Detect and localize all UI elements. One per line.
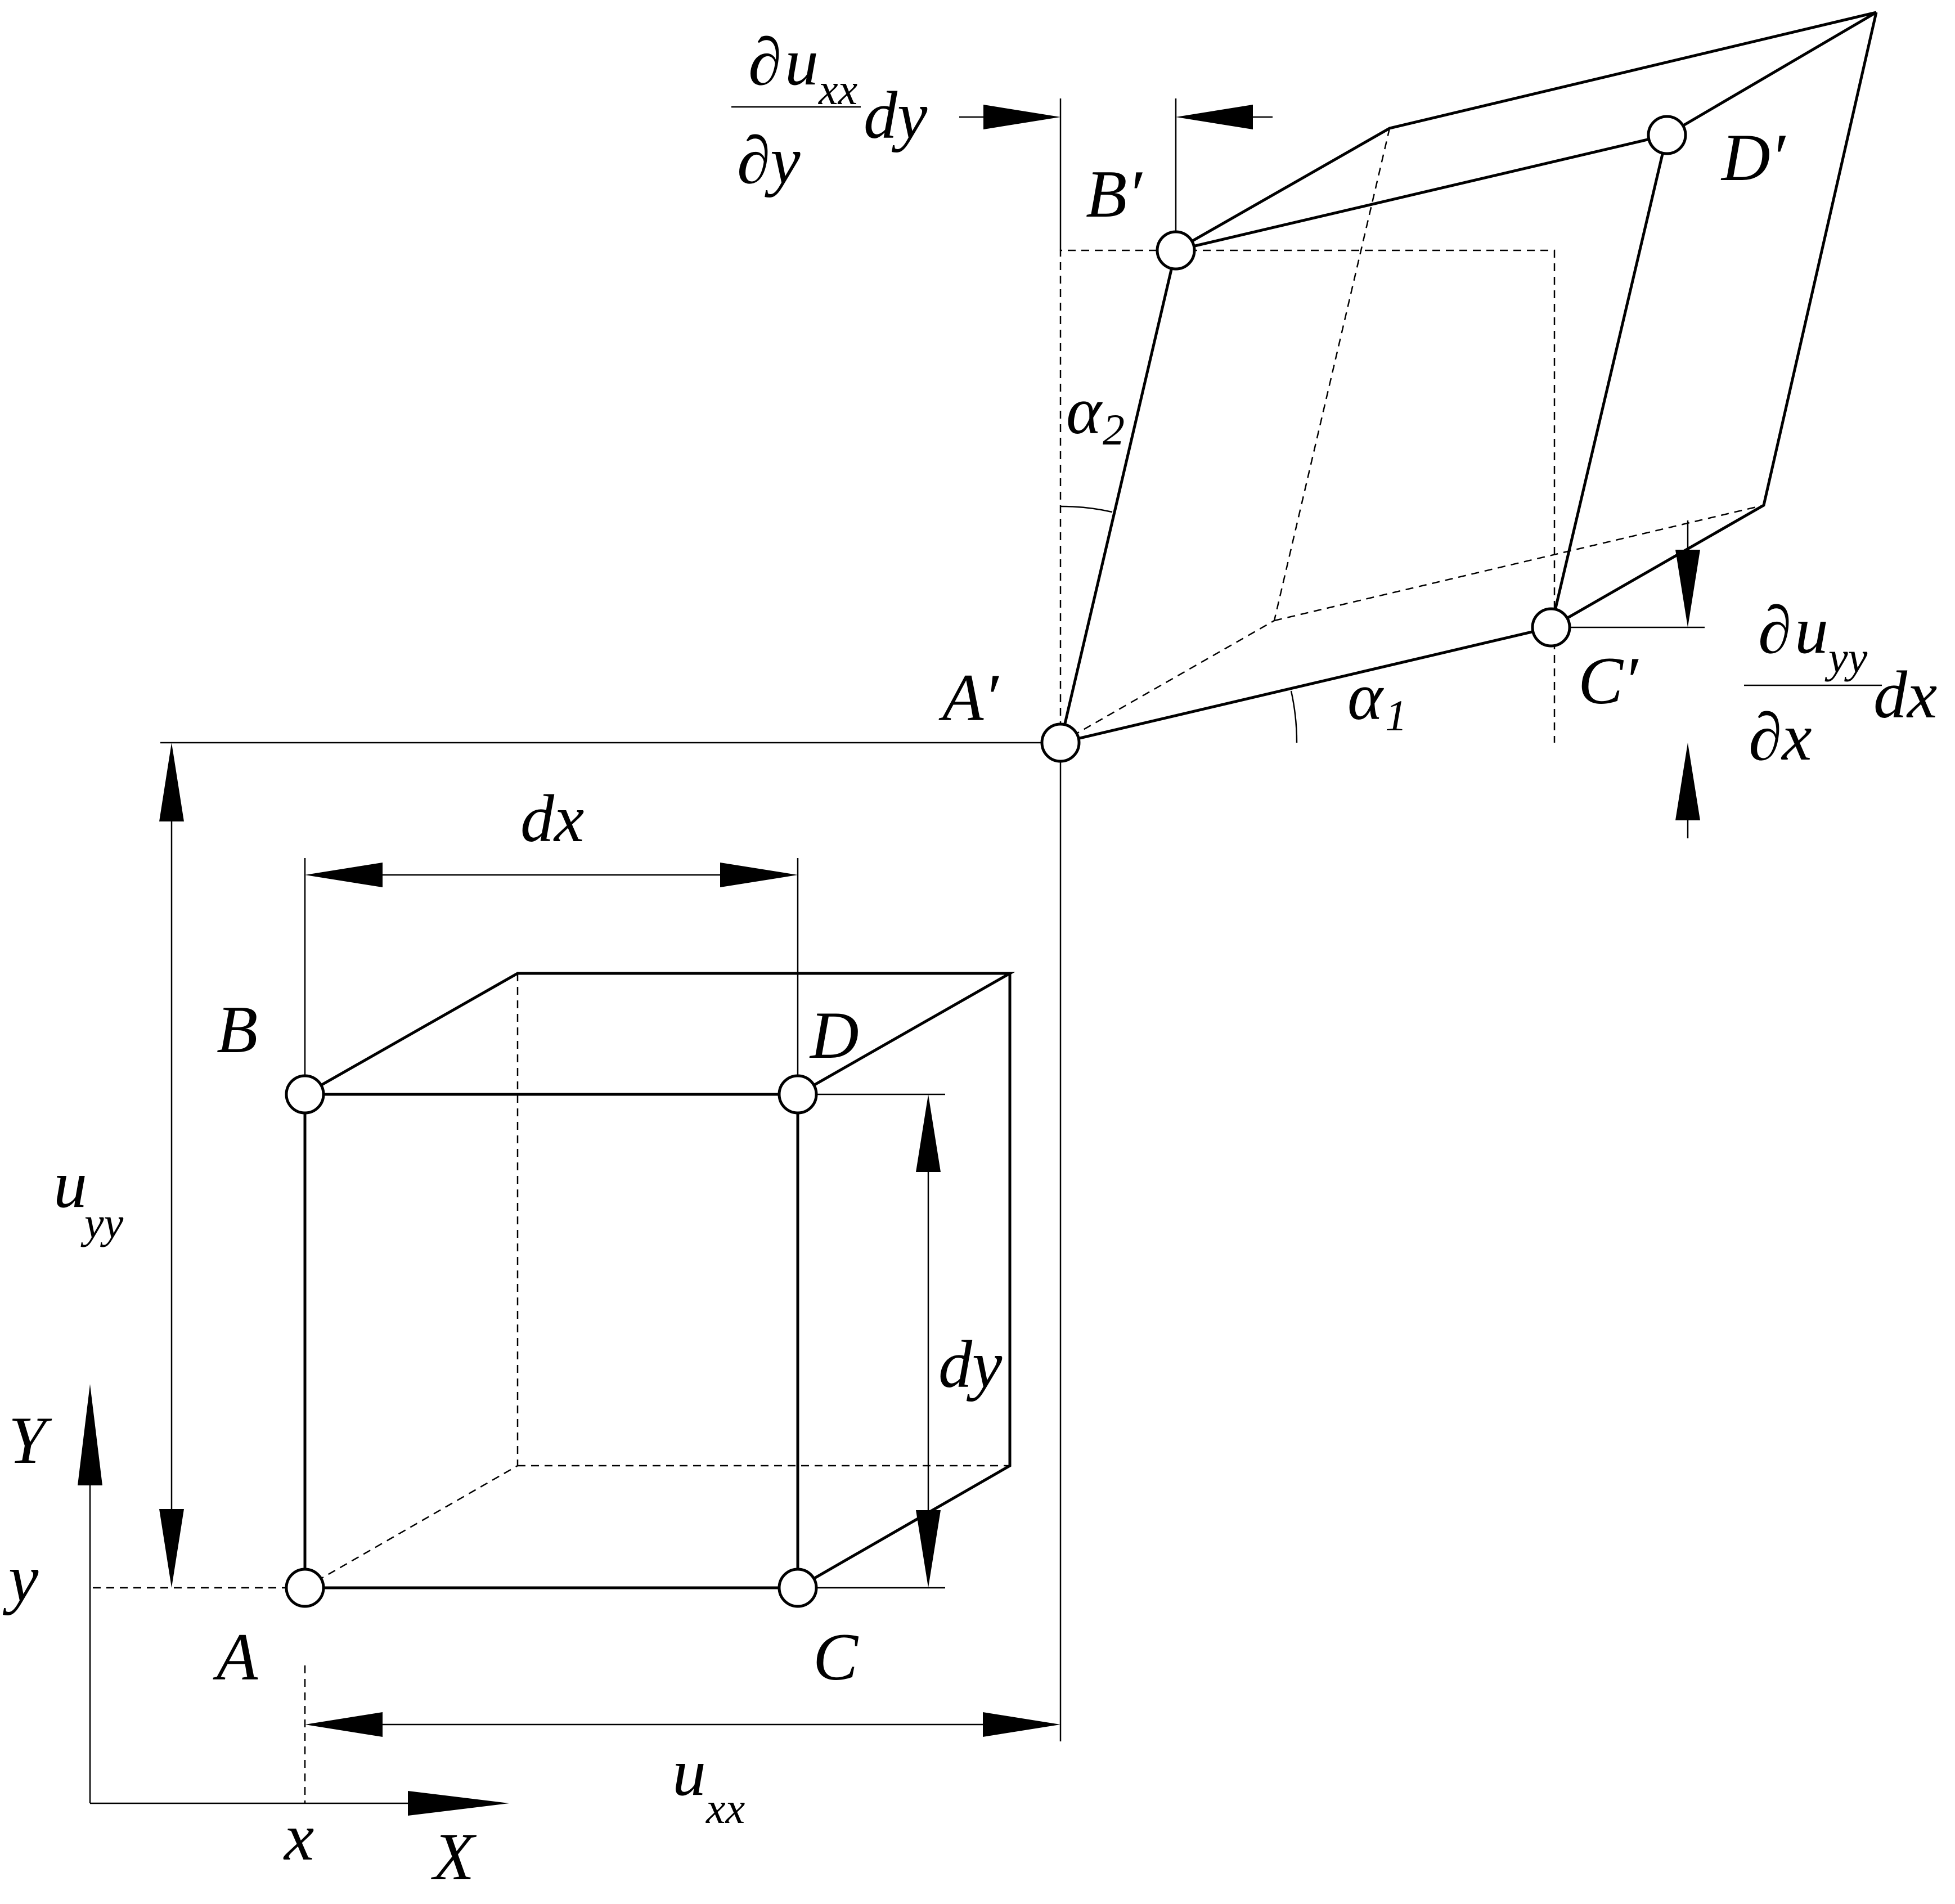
x-axis-label: X	[431, 1819, 477, 1894]
gradient-right-arrow-top	[1675, 550, 1700, 627]
gradient-top-arrow-left	[983, 105, 1060, 129]
gradient-top-u: u	[785, 24, 819, 99]
node-d-prime	[1647, 115, 1687, 155]
dx-arrow-left	[305, 863, 383, 887]
angle-alpha2-arc	[1060, 505, 1113, 513]
gradient-right-u: u	[1795, 592, 1828, 667]
x-coordinate-label: x	[283, 1799, 314, 1874]
uyy-displacement: u yy	[53, 742, 1063, 1588]
uyy-gradient-dimension: ∂ u yy ∂x dx	[1551, 520, 1937, 838]
angle-alpha1-arc	[1290, 690, 1298, 743]
gradient-top-tail: dy	[864, 78, 928, 152]
gradient-right-partial: ∂	[1758, 592, 1791, 667]
gradient-top-denominator: ∂y	[737, 123, 801, 197]
dy-dimension: dy	[798, 1093, 1003, 1589]
alpha1-subscript: 1	[1385, 691, 1407, 740]
node-d	[777, 1074, 818, 1115]
front-face-abcd	[303, 1093, 799, 1589]
uxx-arrow-right	[983, 1712, 1060, 1737]
hidden-edge-diagonal	[304, 1465, 518, 1589]
dy-arrow-top	[916, 1094, 941, 1172]
dy-arrow-bottom	[916, 1510, 941, 1588]
gradient-right-denominator: ∂x	[1749, 699, 1812, 774]
front-face-deformed	[1058, 133, 1669, 745]
gradient-right-tail: dx	[1873, 657, 1937, 732]
uxx-arrow-left	[305, 1712, 383, 1737]
alpha2-label: α	[1066, 373, 1103, 448]
dy-label: dy	[938, 1327, 1003, 1402]
gradient-right-subscript: yy	[1824, 633, 1868, 682]
label-b: B	[217, 992, 258, 1067]
node-a	[285, 1568, 325, 1608]
uxx-label: u	[672, 1735, 706, 1809]
uxx-subscript: xx	[705, 1784, 745, 1833]
gradient-right-arrow-bottom	[1675, 743, 1700, 820]
node-a-prime	[1040, 722, 1081, 763]
top-face-deformed	[1175, 11, 1877, 252]
y-coordinate-label: y	[2, 1541, 39, 1615]
side-face-deformed	[1550, 12, 1878, 629]
gradient-top-subscript: xx	[818, 65, 858, 114]
hidden-edge-deformed-vertical	[1273, 128, 1391, 621]
dx-arrow-right	[720, 863, 798, 887]
gradient-top-partial: ∂	[748, 24, 781, 99]
y-axis-label: Y	[8, 1403, 52, 1478]
label-d-prime: D′	[1720, 120, 1786, 195]
coordinate-axes: Y X y x	[2, 1384, 509, 1894]
uyy-arrow-bottom	[159, 1509, 184, 1588]
uyy-arrow-top	[159, 743, 184, 821]
dx-dimension: dx	[304, 781, 799, 1094]
alpha1-label: α	[1347, 659, 1384, 734]
hidden-edge-deformed-horizontal	[1274, 504, 1764, 622]
uyy-subscript: yy	[80, 1198, 124, 1247]
x-axis-arrow	[408, 1791, 509, 1816]
label-c-prime: C′	[1578, 643, 1639, 718]
uyy-label: u	[53, 1147, 87, 1222]
top-face	[304, 972, 1015, 1096]
original-element	[303, 972, 1015, 1589]
uxx-displacement: u xx	[305, 743, 1062, 1833]
label-b-prime: B′	[1086, 156, 1143, 231]
node-b	[285, 1074, 325, 1115]
node-c-prime	[1531, 607, 1571, 648]
label-a: A	[213, 1619, 258, 1694]
uxx-gradient-dimension: ∂ u xx ∂y dy	[731, 24, 1273, 250]
hidden-edge-deformed-diagonal	[1060, 619, 1275, 744]
label-d: D	[809, 998, 859, 1072]
nodes	[285, 115, 1687, 1608]
y-axis-arrow	[78, 1384, 102, 1485]
node-c	[777, 1568, 818, 1608]
node-b-prime	[1156, 230, 1196, 271]
label-a-prime: A′	[938, 660, 999, 735]
dx-label: dx	[520, 781, 584, 856]
alpha2-subscript: 2	[1103, 405, 1125, 454]
reference-square-outline	[1059, 249, 1556, 743]
label-c: C	[813, 1619, 859, 1694]
gradient-top-arrow-right	[1176, 105, 1253, 129]
